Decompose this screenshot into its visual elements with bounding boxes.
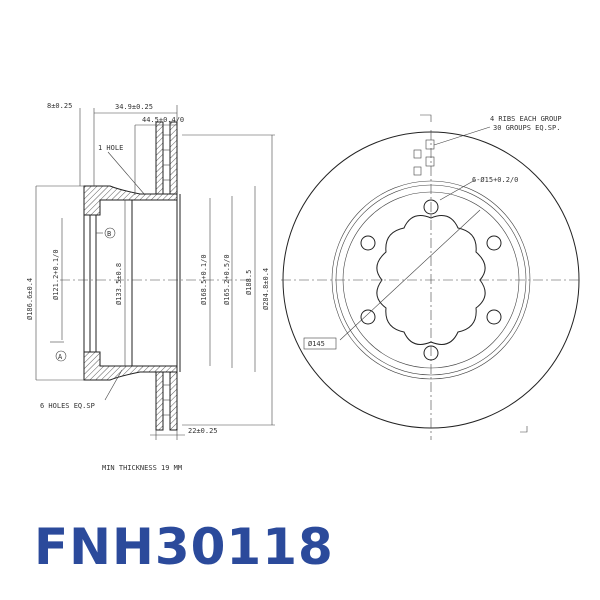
dim-145-box xyxy=(303,337,337,350)
ring-plate-inner-bottom xyxy=(169,371,178,431)
note-groups: 30 GROUPS EQ.SP. xyxy=(493,124,560,132)
dim-overall-height: 34.9±0.25 xyxy=(115,103,153,111)
dim-168: Ø168.5+0.1/0 xyxy=(200,254,208,305)
dim-bolt-holes: 6-Ø15+0.2/0 xyxy=(472,176,518,184)
rib-slots xyxy=(413,139,435,176)
datum-b-marker xyxy=(104,227,116,239)
part-number: FNH30118 xyxy=(34,518,334,576)
note-holes: 6 HOLES EQ.SP xyxy=(40,402,95,410)
section-view: B A 8±0.25 34.9±0.25 44.5+0.4/0 1 HOLE Ø… xyxy=(26,102,275,472)
dim-outer-hub: Ø186.6±0.4 xyxy=(26,278,34,320)
ring-plate-inner-top xyxy=(169,121,178,195)
ring-plate-outer-top xyxy=(155,121,164,195)
hat-wall-bottom xyxy=(83,351,178,381)
note-min-thickness: MIN THICKNESS 19 MM xyxy=(102,464,182,472)
dim-188: Ø188.5 xyxy=(245,270,253,295)
front-view: Ø145 4 RIBS EACH GROUP 30 GROUPS EQ.SP. … xyxy=(281,114,581,440)
bolt-holes xyxy=(360,199,502,361)
dim-145: Ø145 xyxy=(308,340,325,348)
note-ribs-each-group: 4 RIBS EACH GROUP xyxy=(490,115,562,123)
dim-165: Ø165.2+0.5/0 xyxy=(223,254,231,305)
datum-a-label: A xyxy=(58,353,63,361)
dim-disc-thickness: 22±0.25 xyxy=(188,427,218,435)
ring-plate-outer-bottom xyxy=(155,371,164,431)
dim-outer-disc: Ø284.8±0.4 xyxy=(262,268,270,310)
dim-bolt-circle: Ø133.5±0.8 xyxy=(115,263,123,305)
dim-center-bore: Ø121.2+0.1/0 xyxy=(52,249,60,300)
dim-flange-thickness: 8±0.25 xyxy=(47,102,72,110)
datum-a-marker xyxy=(55,350,67,362)
datum-b-label: B xyxy=(107,230,111,238)
hat-wall-top xyxy=(83,185,178,216)
dim-hat-depth: 44.5+0.4/0 xyxy=(142,116,184,124)
note-one-hole: 1 HOLE xyxy=(98,144,123,152)
